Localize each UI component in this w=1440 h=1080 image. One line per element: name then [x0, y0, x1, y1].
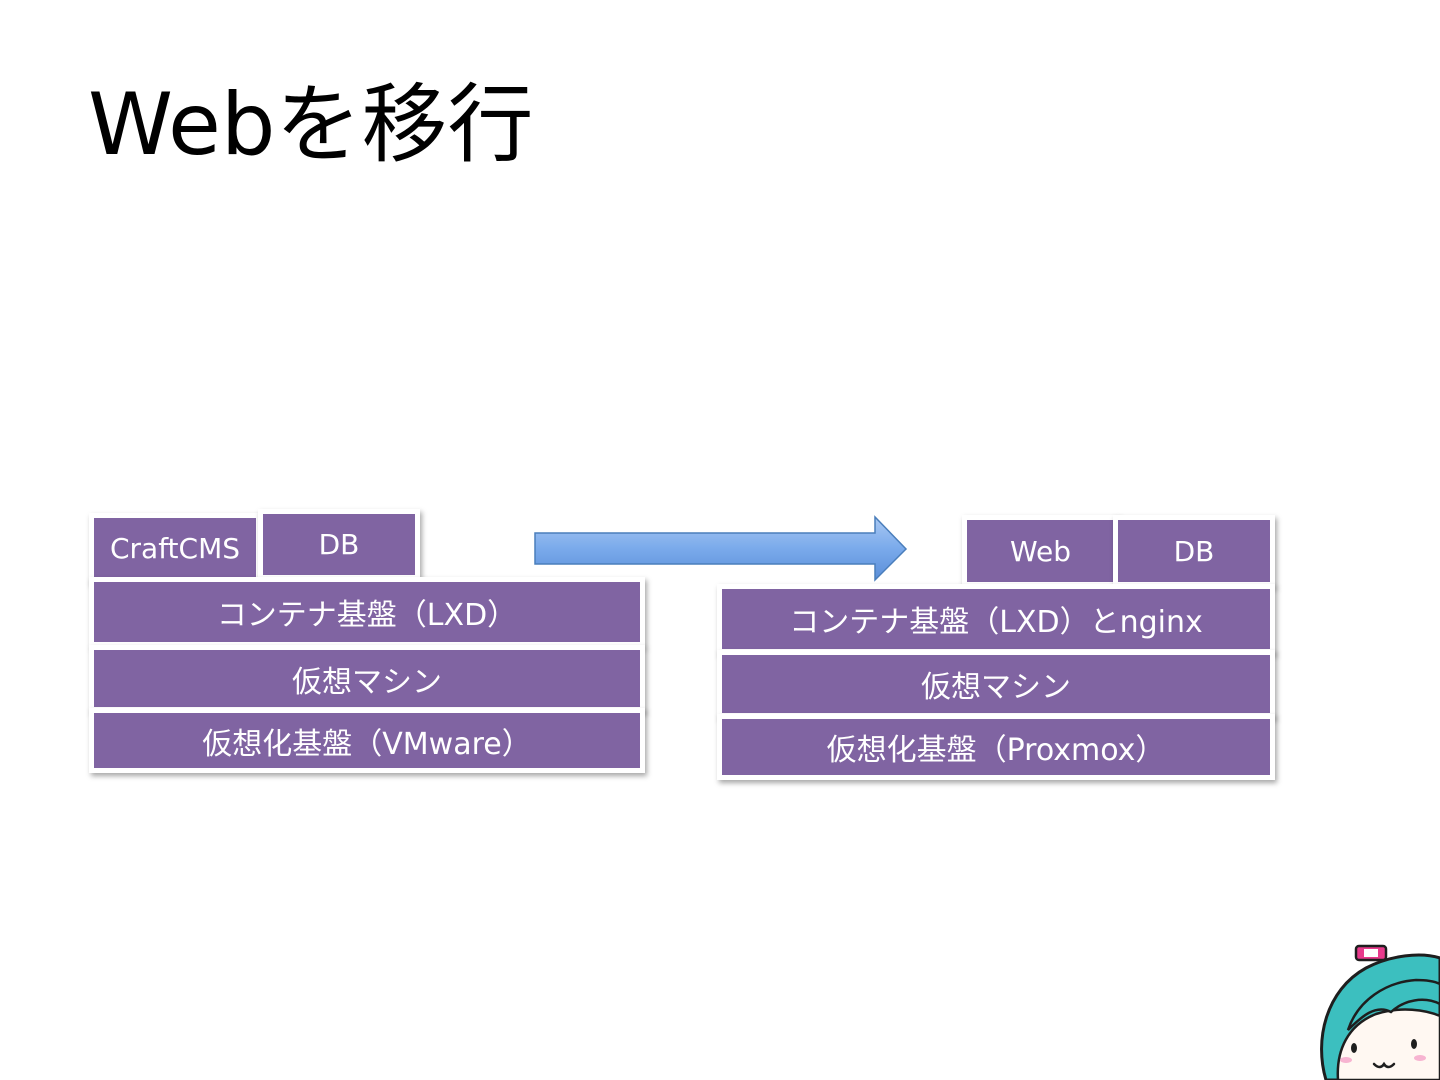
before-layer-hypervisor: 仮想化基盤（VMware） — [89, 708, 645, 773]
slide-title: Webを移行 — [88, 75, 534, 175]
before-app-db: DB — [258, 509, 420, 580]
after-app-web: Web — [962, 515, 1119, 587]
after-app-db: DB — [1113, 515, 1275, 587]
before-layer-vm: 仮想マシン — [89, 645, 645, 712]
before-layer-container: コンテナ基盤（LXD） — [89, 577, 645, 647]
before-app-craftcms: CraftCMS — [89, 513, 261, 584]
after-layer-container: コンテナ基盤（LXD）とnginx — [717, 584, 1275, 654]
mascot-character-icon — [1320, 944, 1440, 1080]
after-layer-vm: 仮想マシン — [717, 650, 1275, 718]
after-layer-hypervisor: 仮想化基盤（Proxmox） — [717, 714, 1275, 780]
right-arrow-icon — [534, 515, 908, 582]
